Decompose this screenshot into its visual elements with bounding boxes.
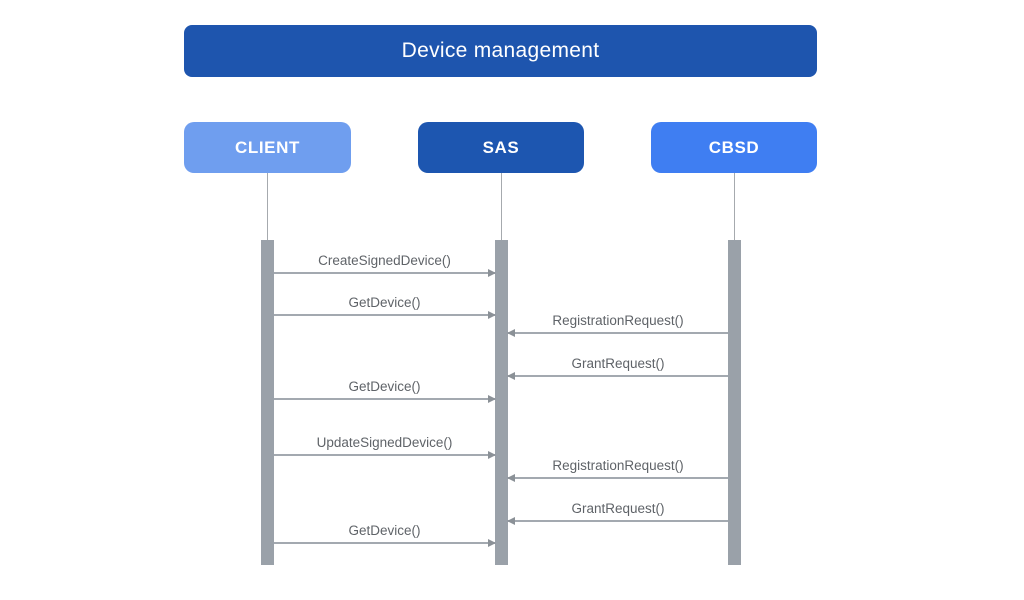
lifeline-client [267,173,268,240]
message-arrow-line [274,314,495,316]
lifeline-cbsd [734,173,735,240]
message-arrow-line [274,398,495,400]
actor-box-client: CLIENT [184,122,351,173]
message-label: GetDevice() [348,523,421,538]
message-arrow-line [274,272,495,274]
message-label: GrantRequest() [571,356,665,371]
message-arrow-line [508,332,728,334]
message-label: GetDevice() [348,379,421,394]
activation-bar-sas [495,240,508,565]
message-label: UpdateSignedDevice() [316,435,453,450]
message-label: RegistrationRequest() [552,458,684,473]
message-arrow-line [274,542,495,544]
message-label: RegistrationRequest() [552,313,684,328]
lifeline-sas [501,173,502,240]
diagram-title: Device management [184,25,817,77]
message-arrow-line [508,375,728,377]
actor-box-sas: SAS [418,122,584,173]
message-arrow-line [508,520,728,522]
activation-bar-cbsd [728,240,741,565]
message-label: CreateSignedDevice() [318,253,451,268]
message-label: GrantRequest() [571,501,665,516]
message-arrow-line [508,477,728,479]
actor-box-cbsd: CBSD [651,122,817,173]
message-arrow-line [274,454,495,456]
activation-bar-client [261,240,274,565]
message-label: GetDevice() [348,295,421,310]
